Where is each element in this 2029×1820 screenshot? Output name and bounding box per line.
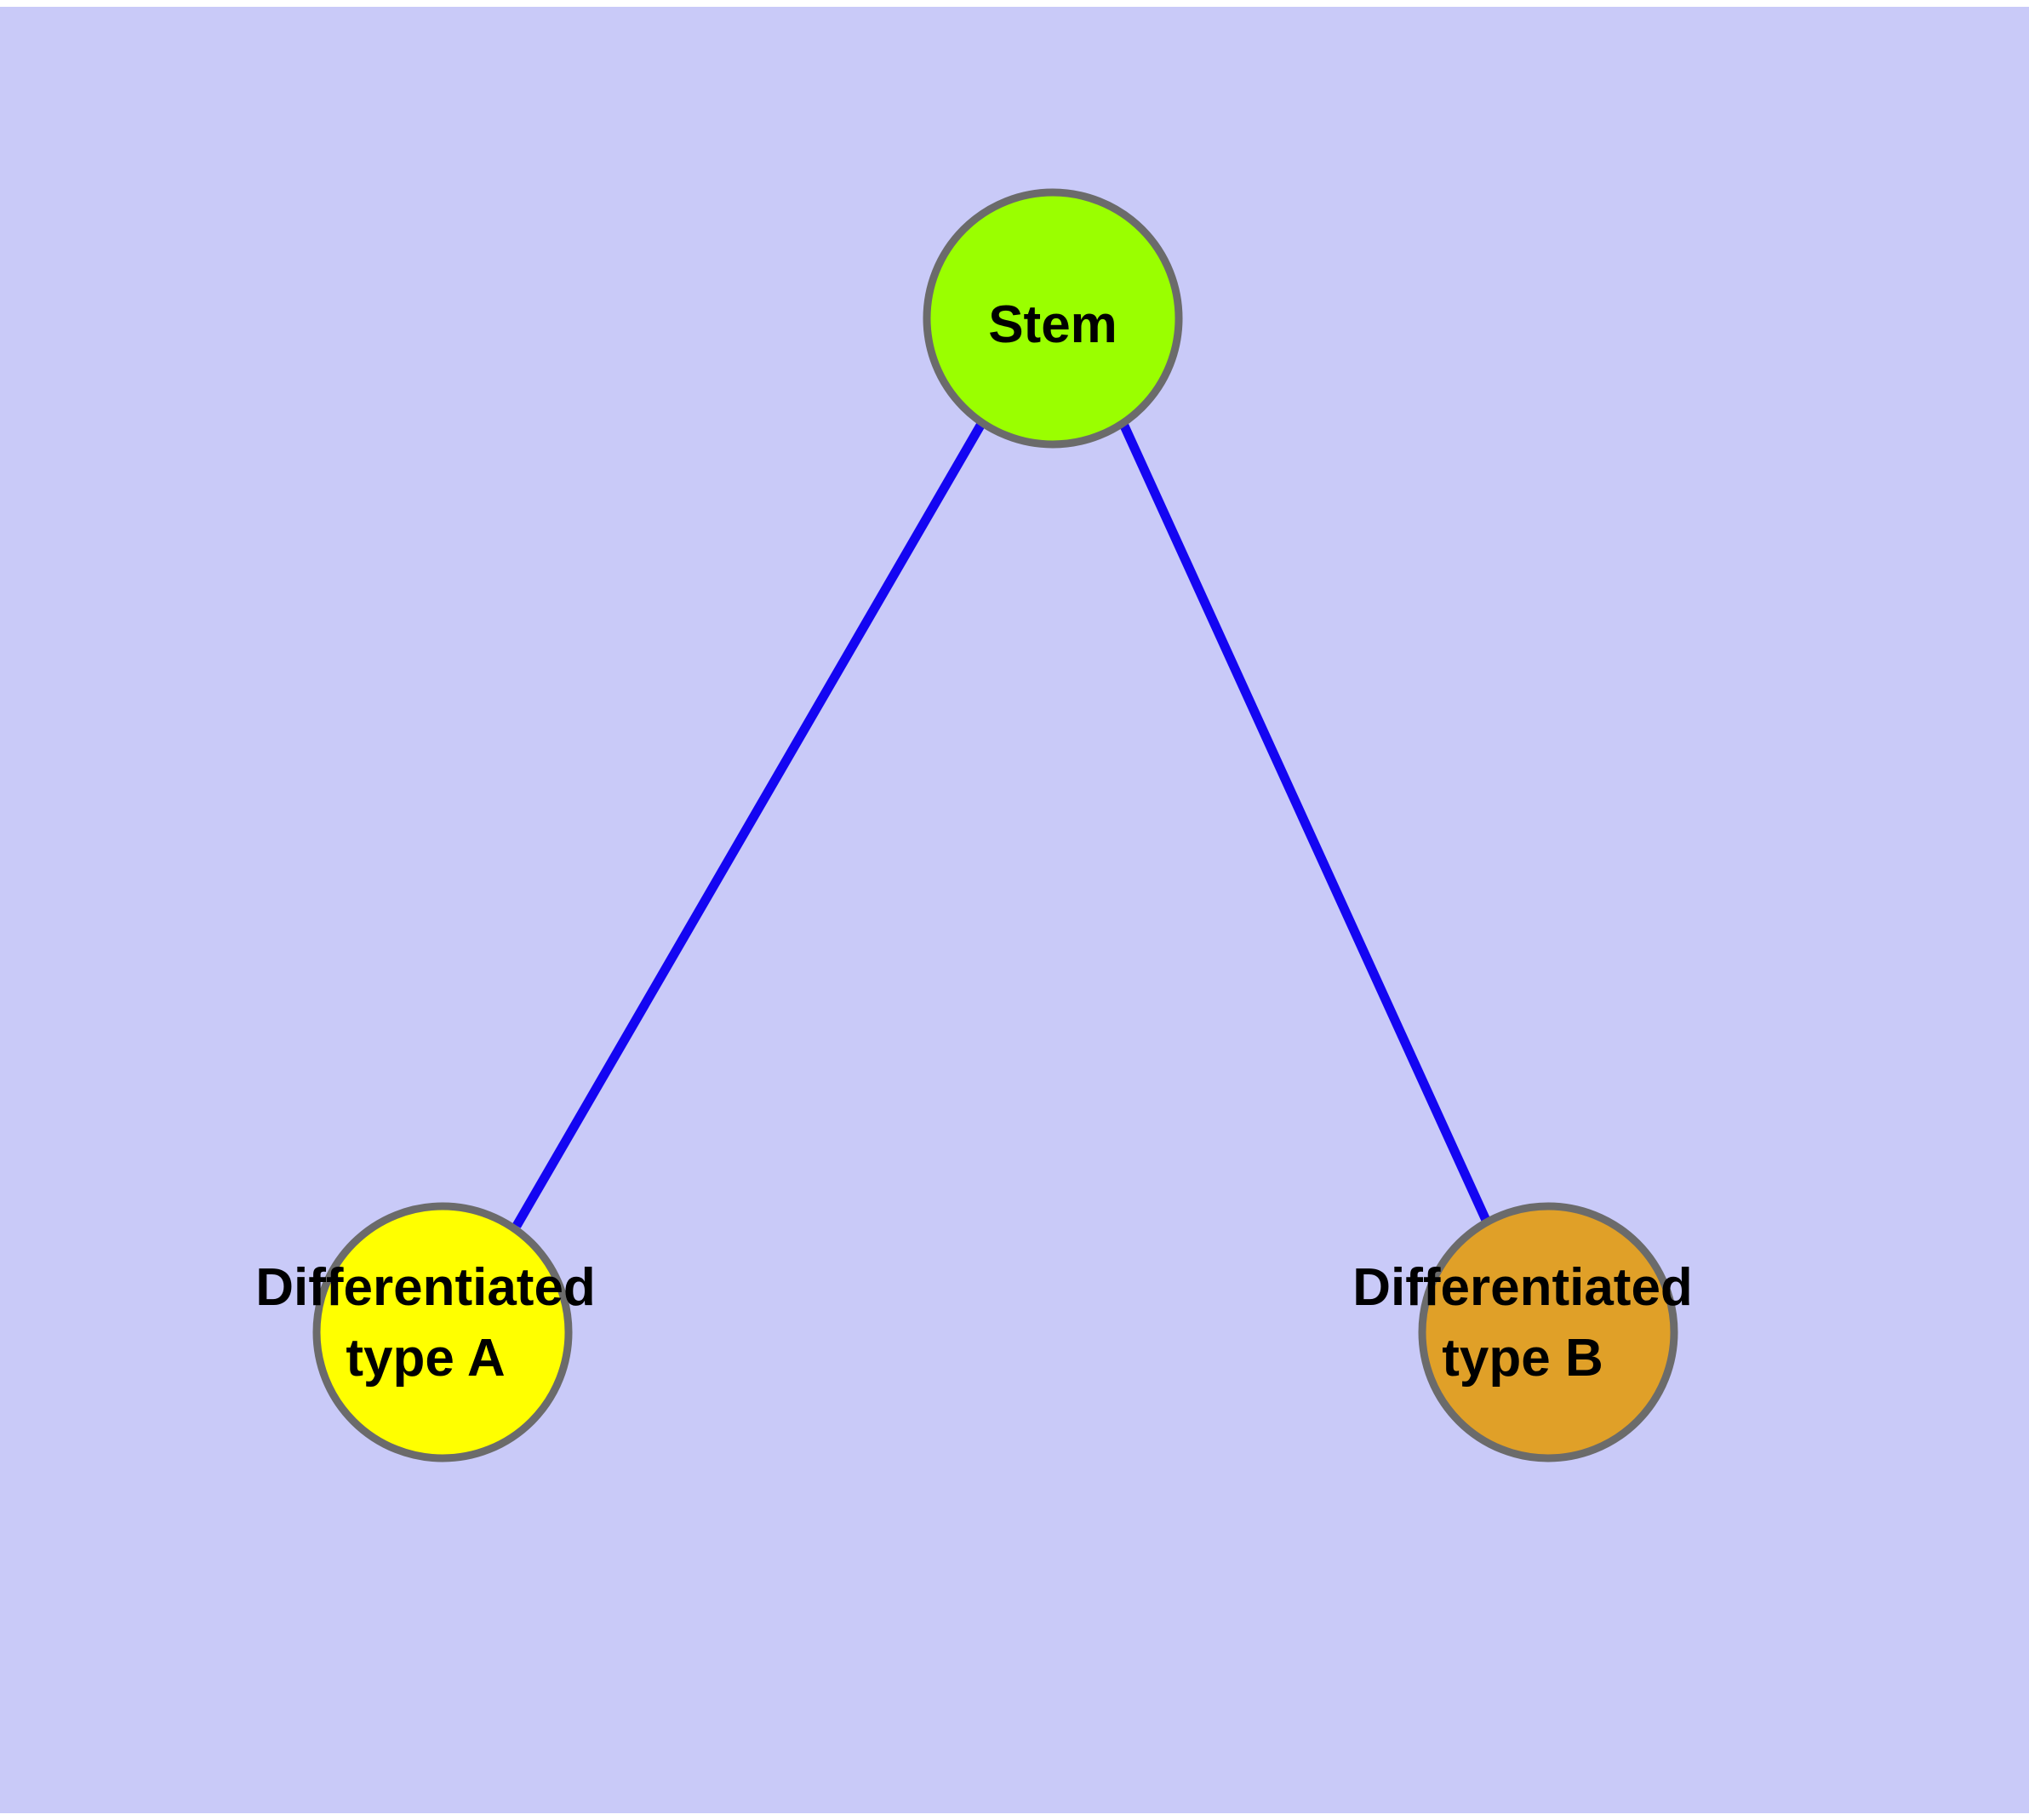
node-stem[interactable] [923, 188, 1183, 449]
edge-stem-to-differentiated-type-b[interactable] [1118, 421, 1494, 1228]
node-differentiated-type-a[interactable] [312, 1202, 573, 1462]
diagram-plot-area: Stem Differentiated type A Differentiate… [0, 7, 2029, 1813]
node-differentiated-type-b[interactable] [1418, 1202, 1678, 1462]
edge-layer [512, 421, 1494, 1228]
cell-differentiation-graph [312, 188, 1678, 1462]
edge-stem-to-differentiated-type-a[interactable] [512, 421, 986, 1228]
node-layer [312, 188, 1678, 1462]
